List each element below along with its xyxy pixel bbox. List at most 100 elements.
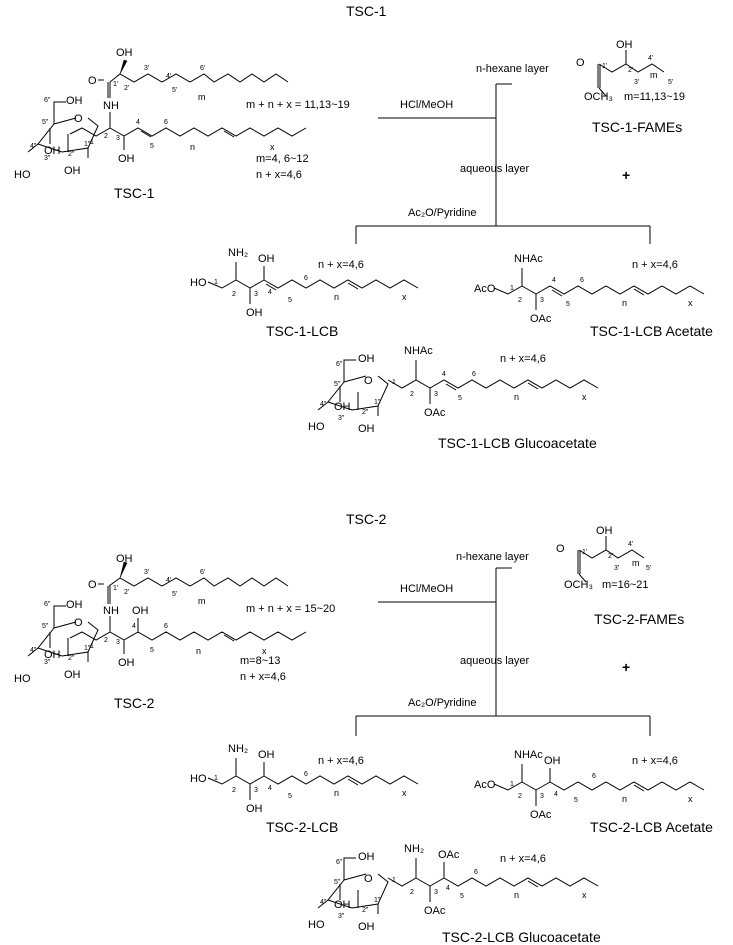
tsc2-aqueous-label: aqueous layer	[460, 655, 529, 667]
tsc2-c6p: 6'	[200, 569, 205, 576]
tsc1-gl-oh4: OH	[334, 401, 351, 413]
tsc1-lcb-ho: HO	[190, 277, 207, 289]
tsc2-ac-oac: OAc	[530, 809, 552, 821]
tsc2-gl-nx: n + x=4,6	[500, 853, 546, 865]
tsc2-ac-c4: 4	[554, 791, 558, 798]
tsc2-oh-3: OH	[118, 657, 135, 669]
tsc1-fame-m: m=11,13~19	[624, 91, 685, 103]
tsc1-ac-c3: 3	[540, 297, 544, 304]
tsc2-reagent2: Ac₂O/Pyridine	[408, 697, 476, 709]
tsc2-gl-g6: 6"	[336, 859, 343, 866]
tsc1-hexane-label: n-hexane layer	[476, 63, 549, 75]
tsc1-lcb-c2: 2	[232, 291, 236, 298]
tsc2-lcb-n: n	[334, 788, 339, 798]
tsc1-c5: 5	[150, 143, 154, 150]
tsc2-nh: NH	[103, 605, 119, 617]
tsc2-gl-c5: 5	[460, 893, 464, 900]
tsc2-fame-c1p: 1'	[582, 549, 587, 556]
tsc1-fame-m-label: m	[650, 70, 658, 80]
tsc2-gl-n: n	[514, 890, 519, 900]
tsc1-m: m	[198, 92, 206, 102]
tsc1-nh: NH	[103, 100, 119, 112]
tsc1-lcb-c6: 6	[304, 275, 308, 282]
tsc2-gl-o: O	[364, 873, 373, 885]
tsc1-gluco-structure	[317, 359, 599, 417]
tsc2-gl-g4: 4"	[320, 899, 327, 906]
tsc1-o-carbonyl: O	[88, 75, 97, 87]
tsc1-gl-nhac: NHAc	[404, 345, 433, 357]
tsc1-c5p: 5'	[172, 87, 177, 94]
tsc2-gl-g2: 2"	[362, 907, 369, 914]
tsc1-ac-nhac: NHAc	[514, 253, 543, 265]
tsc2-gl-x: x	[582, 890, 587, 900]
tsc2-lcb-c2: 2	[232, 787, 236, 794]
tsc2-ac-c1: 1	[510, 781, 514, 788]
tsc2-c6g: 6"	[44, 601, 51, 608]
tsc1-gl-g1: 1"	[374, 399, 381, 406]
tsc1-c6: 6	[164, 119, 168, 126]
tsc1-parent-nx: n + x=4,6	[256, 169, 302, 181]
tsc1-gl-n: n	[514, 392, 519, 402]
tsc2-fame-oh: OH	[596, 525, 613, 537]
tsc1-fame-o: O	[576, 57, 585, 69]
tsc1-c3p: 3'	[144, 65, 149, 72]
tsc2-ac-c6: 6	[592, 773, 596, 780]
tsc1-fame-oh: OH	[616, 39, 633, 51]
tsc2-arrow-main	[378, 567, 512, 716]
tsc1-c2: 2	[104, 133, 108, 140]
tsc1-plus: +	[622, 167, 630, 183]
tsc1-gl-name: TSC-1-LCB Glucoacetate	[438, 435, 597, 451]
tsc1-lcb-oh4: OH	[258, 253, 275, 265]
tsc2-parent-nx: n + x=4,6	[240, 671, 286, 683]
tsc1-ac-x: x	[688, 298, 693, 308]
tsc1-c1p: 1'	[113, 81, 118, 88]
tsc2-gl-g3: 3"	[338, 913, 345, 920]
tsc2-c5p: 5'	[172, 591, 177, 598]
tsc2-o-carbonyl: O	[88, 579, 97, 591]
tsc2-lcb-c6: 6	[304, 771, 308, 778]
tsc2-reagent1: HCl/MeOH	[400, 583, 453, 595]
tsc2-fame-c3p: 3'	[614, 565, 619, 572]
tsc1-lcb-name: TSC-1-LCB	[266, 323, 338, 339]
tsc2-lcb-x: x	[402, 788, 407, 798]
tsc1-gl-nx: n + x=4,6	[500, 353, 546, 365]
tsc1-c4p: 4'	[166, 73, 171, 80]
tsc1-gl-o: O	[364, 375, 373, 387]
tsc2-lcb-c3: 3	[254, 787, 258, 794]
tsc2-lcb-name: TSC-2-LCB	[266, 819, 338, 835]
tsc2-gl-c4: 4	[446, 885, 450, 892]
tsc1-title: TSC-1	[346, 3, 387, 19]
tsc2-gl-nh2: NH₂	[404, 843, 424, 855]
tsc1-gl-x: x	[582, 392, 587, 402]
tsc1-c5g: 5"	[42, 119, 49, 126]
tsc2-c2p: 2'	[124, 589, 129, 596]
tsc2-gl-oh2: OH	[358, 921, 375, 933]
tsc2-ac-aco: AcO	[474, 779, 496, 791]
tsc1-ac-nx: n + x=4,6	[632, 259, 678, 271]
tsc2-lcb-oh4: OH	[258, 749, 275, 761]
tsc1-n: n	[190, 142, 195, 152]
tsc2-c1g: 1"	[84, 645, 91, 652]
tsc2-c5: 5	[150, 647, 154, 654]
tsc1-ac-c6: 6	[580, 277, 584, 284]
tsc2-ac-name: TSC-2-LCB Acetate	[590, 819, 713, 835]
tsc2-fame-c5p: 5'	[646, 565, 651, 572]
tsc1-c2p: 2'	[124, 85, 129, 92]
tsc2-oh-6g: OH	[66, 599, 83, 611]
tsc1-gl-c6: 6	[472, 371, 476, 378]
tsc2-lcb-oh3: OH	[246, 803, 263, 815]
tsc2-fame-m-label: m	[632, 558, 640, 568]
tsc1-c4g: 4"	[30, 143, 37, 150]
tsc2-oh-2p: OH	[116, 553, 133, 565]
tsc1-lcb-n: n	[334, 292, 339, 302]
tsc2-title: TSC-2	[346, 511, 387, 527]
tsc2-c3g: 3"	[44, 659, 51, 666]
tsc1-oh-2g: OH	[64, 165, 81, 177]
tsc1-lcb-c5: 5	[288, 297, 292, 304]
tsc2-lcb-nh2: NH₂	[228, 743, 248, 755]
tsc2-fame-name: TSC-2-FAMEs	[594, 611, 684, 627]
tsc2-plus: +	[622, 659, 630, 675]
tsc1-c3: 3	[116, 135, 120, 142]
tsc1-gl-g4: 4"	[320, 401, 327, 408]
tsc1-ac-name: TSC-1-LCB Acetate	[590, 323, 713, 339]
